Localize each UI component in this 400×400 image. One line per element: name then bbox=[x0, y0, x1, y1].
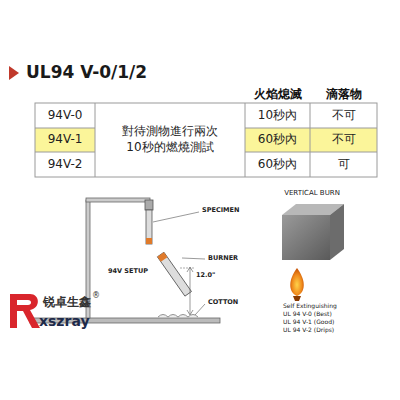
test-apparatus bbox=[30, 198, 220, 323]
note-text: Self Extinguishing bbox=[283, 303, 337, 310]
table-cell: 94V-1 bbox=[48, 133, 83, 147]
table-cell: 對待測物進行兩次 10秒的燃燒測試 bbox=[105, 124, 235, 155]
setup-label: 94V SETUP bbox=[108, 268, 148, 275]
column-header: 滴落物 bbox=[326, 88, 362, 102]
note-text: UL 94 V-0 (Best) bbox=[283, 311, 332, 318]
logo-text: xszray bbox=[39, 313, 90, 329]
table-cell: 60秒內 bbox=[258, 133, 297, 147]
figure-heading: VERTICAL BURN bbox=[284, 189, 340, 197]
logo-text: 锐卓生鑫 bbox=[43, 296, 91, 310]
table-cell: 94V-2 bbox=[48, 158, 83, 172]
table-cell: 10秒內 bbox=[258, 109, 297, 123]
table-cell: 不可 bbox=[332, 133, 356, 147]
table-grid bbox=[35, 103, 377, 177]
title: UL94 V-0/1/2 bbox=[26, 63, 147, 83]
title-bullet bbox=[9, 66, 19, 80]
highlight-cell bbox=[35, 128, 95, 152]
part-label: COTTON bbox=[208, 299, 238, 306]
vertical-burn-figure bbox=[282, 204, 344, 301]
registered-mark: ® bbox=[92, 291, 100, 300]
table-cell: 60秒內 bbox=[258, 158, 297, 172]
highlight-cell bbox=[245, 128, 377, 152]
note-text: UL 94 V-2 (Drips) bbox=[283, 327, 334, 334]
table-cell: 不可 bbox=[332, 109, 356, 123]
note-text: UL 94 V-1 (Good) bbox=[283, 319, 334, 326]
column-header: 火焰熄滅 bbox=[254, 88, 302, 102]
table-cell: 94V-0 bbox=[48, 109, 83, 123]
part-label: BURNER bbox=[208, 255, 238, 262]
table-cell: 可 bbox=[338, 158, 350, 172]
dimension-label: 12.0" bbox=[196, 272, 215, 279]
part-label: SPECIMEN bbox=[202, 207, 239, 214]
logo-mark bbox=[10, 294, 40, 328]
